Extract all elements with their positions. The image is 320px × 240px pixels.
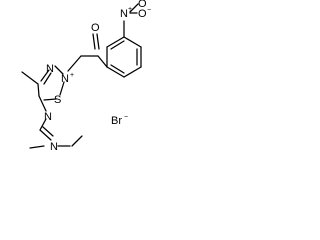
- counterion: Br: [111, 115, 122, 127]
- amidine-chain-bonds: [38, 95, 54, 141]
- benzene-ring-bonds: [106, 36, 142, 78]
- nitro-oxygen-bond-2: [129, 3, 139, 13]
- methyl-bond: [21, 71, 39, 85]
- nitro-oxygen-charge: −: [147, 7, 151, 14]
- atom-n-cationic: N: [61, 73, 69, 85]
- counterion-charge: −: [124, 114, 128, 121]
- atom-o-carbonyl: O: [91, 22, 100, 34]
- thiadiazole-ring-bonds: [37, 65, 65, 101]
- atom-n-ring: N: [46, 63, 54, 75]
- atom-n-imine: N: [44, 111, 52, 123]
- atom-n-amine: N: [50, 141, 58, 153]
- atom-n-nitro: N: [120, 8, 128, 20]
- dimethyl-bond-3: [71, 135, 83, 147]
- ring-charge: +: [70, 72, 74, 79]
- nitro-charge: +: [128, 6, 132, 13]
- acyl-chain-bonds: [67, 33, 108, 72]
- atom-o-nitro-2: O: [138, 0, 147, 10]
- atom-s-ring: S: [54, 94, 61, 106]
- atom-o-nitro-1: O: [138, 8, 147, 20]
- molecule-drawing: N N + S O N + O − O N N Br −: [21, 0, 151, 153]
- dimethyl-bond-2: [29, 145, 45, 149]
